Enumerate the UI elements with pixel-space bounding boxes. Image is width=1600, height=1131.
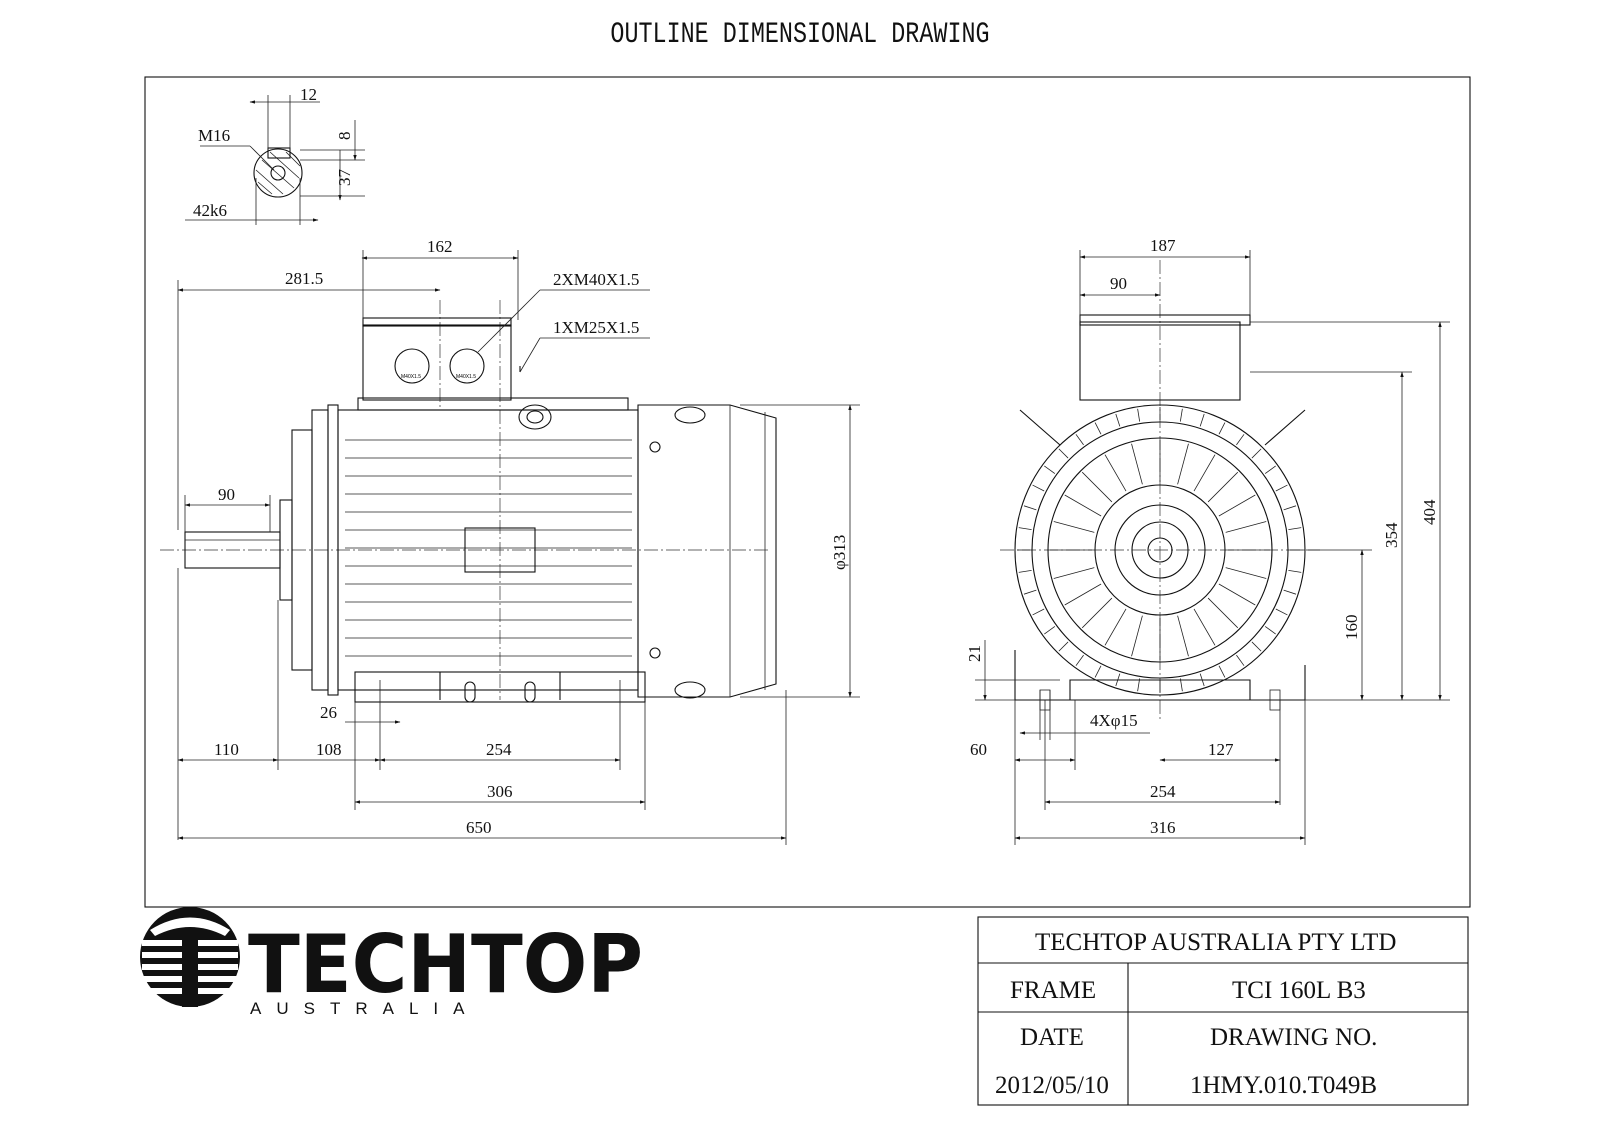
techtop-logo: TECHTOP AUSTRALIA [140,907,643,1018]
foot-length-label: 306 [487,782,513,801]
logo-brand: TECHTOP [248,918,643,1011]
overall-length-label: 650 [466,818,492,837]
drawing-title: OUTLINE DIMENSIONAL DRAWING [610,18,990,52]
tb-frame-value: TCI 160L B3 [1232,977,1366,1004]
gland-small-label: 1XM25X1.5 [553,318,639,337]
motor-side-view: M40X1.5 M40X1.5 162 281.5 2XM40X1.5 1 [160,237,860,845]
tb-frame-label: FRAME [1010,977,1096,1004]
foot-holes-label: 4Xφ15 [1090,711,1138,730]
shaft-height-label: 160 [1342,615,1361,641]
body-diameter-label: φ313 [830,535,849,570]
title-block: TECHTOP AUSTRALIA PTY LTD FRAME TCI 160L… [977,916,1469,1106]
key-width-label: 12 [300,85,317,104]
techtop-emblem-icon [140,907,240,1007]
tb-date-label: DATE [1020,1024,1084,1051]
hole-spacing-label: 254 [1150,782,1176,801]
tb-company: TECHTOP AUSTRALIA PTY LTD [1035,929,1396,956]
tb-drawing-no-value: 1HMY.010.T049B [1190,1072,1377,1099]
motor-end-view: 187 90 404 354 160 21 4Xφ15 60 127 254 [965,236,1450,845]
drawing-border [144,76,1471,908]
overall-width-label: 316 [1150,818,1176,837]
box-width-label: 187 [1150,236,1176,255]
overall-height-label: 404 [1420,499,1439,525]
shaft-to-foot-label: 108 [316,740,342,759]
shaft-detail: M16 12 8 37 42k6 [185,85,365,225]
foot-edge-label: 60 [970,740,987,759]
logo-sub: AUSTRALIA [250,999,479,1018]
terminal-box-offset-label: 281.5 [285,269,323,288]
tb-drawing-no-label: DRAWING NO. [1210,1024,1377,1051]
foot-hole-spacing-label: 254 [486,740,512,759]
gland-label-b: M40X1.5 [456,374,476,380]
key-depth-label: 8 [335,132,354,141]
shaft-diameter-label: 42k6 [193,201,227,220]
box-offset-label: 90 [1110,274,1127,293]
foot-offset-label: 26 [320,703,337,722]
box-height-label: 354 [1382,522,1401,548]
cooling-fins [345,439,632,657]
shaft-length-label: 90 [218,485,235,504]
key-height-label: 37 [335,169,354,187]
gland-label-a: M40X1.5 [401,374,421,380]
foot-thickness-label: 21 [965,645,984,662]
tb-date-value: 2012/05/10 [995,1072,1109,1099]
shaft-extension-label: 110 [214,740,239,759]
gland-large-label: 2XM40X1.5 [553,270,639,289]
terminal-box-width-label: 162 [427,237,453,256]
half-spacing-label: 127 [1208,740,1234,759]
shaft-thread-label: M16 [198,126,230,145]
